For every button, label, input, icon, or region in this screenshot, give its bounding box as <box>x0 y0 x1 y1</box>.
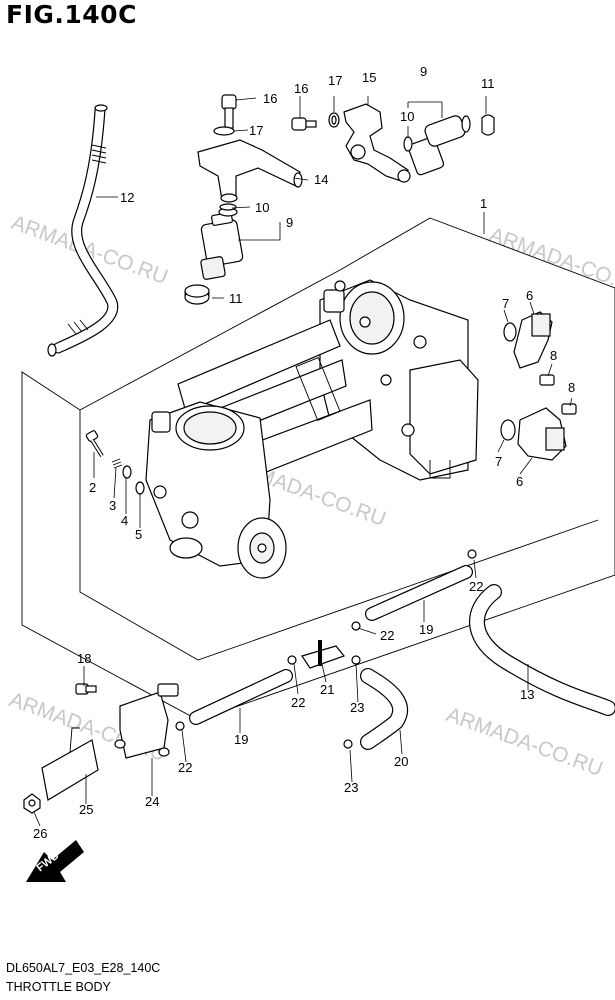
fwd-arrow-icon: FWD <box>26 840 84 882</box>
callout-7-upper: 7 <box>502 296 509 311</box>
callout-19-left: 19 <box>234 732 248 747</box>
callout-22-d: 22 <box>178 760 192 775</box>
watermark: ARMADA-CO.RU <box>443 703 605 781</box>
callout-15: 15 <box>362 70 376 85</box>
callout-9-upper: 9 <box>420 64 427 79</box>
callout-13: 13 <box>520 687 534 702</box>
callout-19-right: 19 <box>419 622 433 637</box>
callout-16-left: 16 <box>263 91 277 106</box>
callout-14: 14 <box>314 172 328 187</box>
callout-25: 25 <box>79 802 93 817</box>
callout-6-upper: 6 <box>526 288 533 303</box>
callout-23-upper: 23 <box>350 700 364 715</box>
callout-17-left: 17 <box>249 123 263 138</box>
callout-4: 4 <box>121 513 128 528</box>
assembly-outline <box>21 217 615 721</box>
callout-18: 18 <box>77 651 91 666</box>
hoses-and-clamps <box>175 549 615 750</box>
callout-26: 26 <box>33 826 47 841</box>
callout-3: 3 <box>109 498 116 513</box>
callout-6-lower: 6 <box>516 474 523 489</box>
callout-11-lower: 11 <box>229 291 243 306</box>
callout-23-lower: 23 <box>344 780 358 795</box>
callout-11-upper: 11 <box>481 76 495 91</box>
callout-9-lower: 9 <box>286 215 293 230</box>
callout-22-a: 22 <box>469 579 483 594</box>
callout-10-lower: 10 <box>255 200 269 215</box>
callout-21: 21 <box>320 682 334 697</box>
diagram-caption: THROTTLE BODY <box>6 980 111 994</box>
vacuum-hose-12 <box>47 104 119 357</box>
assembly-frame <box>79 410 599 661</box>
callout-labels: 1 2 3 4 5 6 6 7 7 8 8 9 9 10 10 11 11 12… <box>33 64 575 841</box>
callout-10-upper: 10 <box>400 109 414 124</box>
callout-5: 5 <box>135 527 142 542</box>
fuel-delivery-pipe-14 <box>197 94 303 203</box>
callout-16-right: 16 <box>294 81 308 96</box>
figure-title: FIG.140C <box>6 0 137 29</box>
diagram-code: DL650AL7_E03_E28_140C <box>6 961 161 975</box>
callout-1: 1 <box>480 196 487 211</box>
leader-lines <box>33 96 573 827</box>
solenoid-valve-24-group <box>23 683 179 814</box>
callout-17-right: 17 <box>328 73 342 88</box>
callout-24: 24 <box>145 794 159 809</box>
small-parts-2-5 <box>85 430 145 495</box>
sensors-6-group <box>500 311 577 461</box>
callout-12: 12 <box>120 190 134 205</box>
callout-2: 2 <box>89 480 96 495</box>
watermark: ARMADA-CO.RU <box>8 211 170 289</box>
callout-22-c: 22 <box>291 695 305 710</box>
callout-22-b: 22 <box>380 628 394 643</box>
watermark: ARMADA-CO.RU <box>486 223 615 301</box>
throttle-body-assembly <box>145 279 479 579</box>
callout-7-lower: 7 <box>495 454 502 469</box>
callout-8-upper: 8 <box>550 348 557 363</box>
fuel-injector-9-left <box>184 203 244 305</box>
fuel-injector-9-right-group <box>291 103 495 183</box>
callout-20: 20 <box>394 754 408 769</box>
callout-8-lower: 8 <box>568 380 575 395</box>
